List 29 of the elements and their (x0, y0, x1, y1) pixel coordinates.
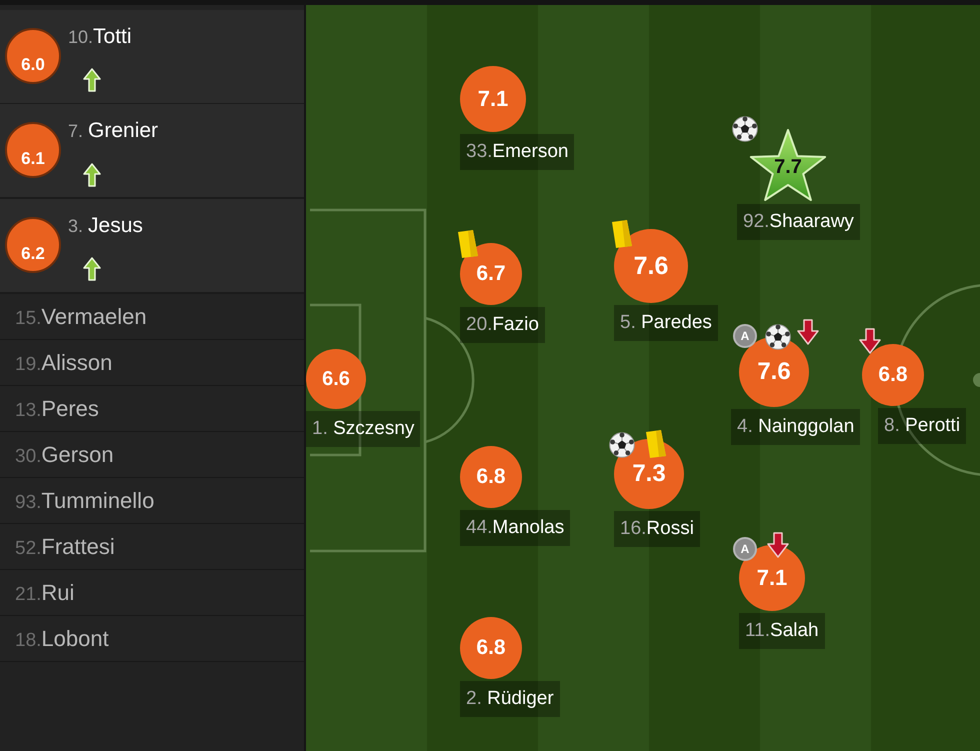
player-name: 15.Vermaelen (15, 303, 147, 331)
player-name-label: 5. Paredes (614, 305, 718, 341)
player-name-label: 2. Rüdiger (460, 681, 560, 717)
rating-circle: 6.0 (5, 28, 61, 84)
player-name: 7. Grenier (68, 118, 158, 144)
rating-circle: 6.2 (5, 217, 61, 273)
player-name-label: 92.Shaarawy (737, 204, 860, 240)
player-name-label: 33.Emerson (460, 134, 574, 170)
player-row (0, 199, 304, 294)
player-name: 19.Alisson (15, 349, 112, 377)
rating-star: 7.7 (747, 128, 829, 202)
player-name-label: 1. Szczesny (306, 411, 420, 447)
player-row (0, 10, 304, 105)
player-name: 30.Gerson (15, 441, 114, 469)
player-name-label: 20.Fazio (460, 307, 545, 343)
player-name-label: 16.Rossi (614, 511, 700, 547)
player-name: 21.Rui (15, 579, 74, 607)
player-name-label: 11.Salah (739, 613, 825, 649)
player-name-label: 4. Nainggolan (731, 409, 860, 445)
player-name-label: 8. Perotti (878, 408, 966, 444)
player-row (0, 104, 304, 199)
player-name: 13.Peres (15, 395, 99, 423)
player-name: 93.Tumminello (15, 487, 154, 515)
player-name-label: 44.Manolas (460, 510, 570, 546)
player-name: 3. Jesus (68, 213, 143, 239)
player-name: 52.Frattesi (15, 533, 115, 561)
rating-circle: 6.1 (5, 122, 61, 178)
player-name: 10.Totti (68, 24, 132, 50)
player-name: 18.Lobont (15, 625, 109, 653)
